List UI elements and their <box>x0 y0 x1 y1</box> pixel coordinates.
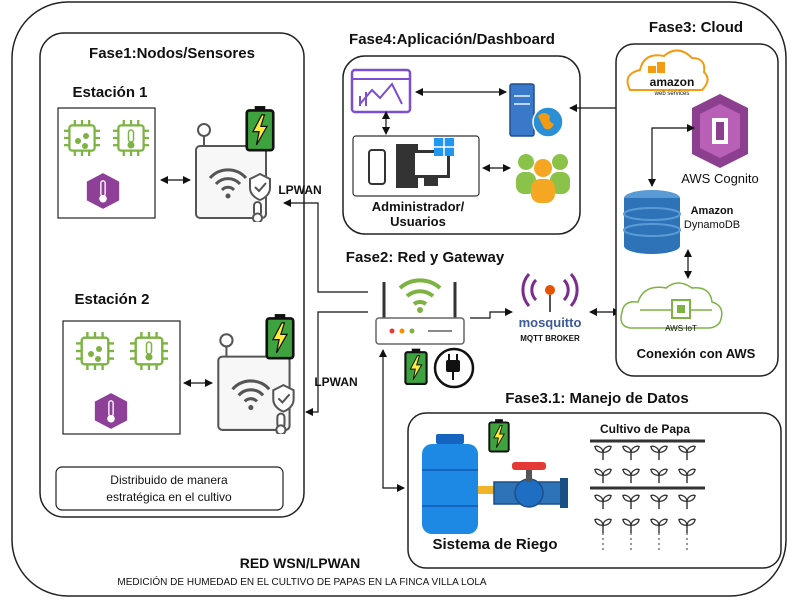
aws-logo-sub: web services <box>654 91 690 97</box>
battery-icon <box>245 104 275 152</box>
mqtt-brand: mosquitto <box>519 315 582 330</box>
station1-label: Estación 1 <box>72 84 147 101</box>
phase1-title: Fase1:Nodos/Sensores <box>89 45 255 62</box>
admin-label-1: Administrador/ <box>372 199 465 214</box>
mqtt-broadcast-icon <box>521 273 579 312</box>
aws-iot-cloud-icon <box>620 282 723 329</box>
irrigation-label: Sistema de Riego <box>432 536 557 553</box>
devices-icon <box>368 138 454 188</box>
crop-field-icon <box>590 439 705 552</box>
dynamo-name: DynamoDB <box>684 219 740 231</box>
phase3-title: Fase3: Cloud <box>649 19 743 36</box>
note-line-1: Distribuido de manera <box>110 473 228 487</box>
gateway-irrigation-link <box>379 349 405 492</box>
water-valve-icon <box>493 462 568 508</box>
lpwan-link-node1 <box>283 199 368 293</box>
lpwan-label-1: LPWAN <box>278 183 321 197</box>
phase4-title: Fase4:Aplicación/Dashboard <box>349 31 555 48</box>
aws-iot-label: AWS IoT <box>665 324 697 333</box>
water-drops-icon <box>88 346 102 362</box>
dashboard-chart-icon <box>350 68 412 114</box>
lpwan-link-node2 <box>305 311 368 416</box>
phase1-container <box>39 32 305 518</box>
server-globe-icon <box>509 83 564 138</box>
aws-connection-label: Conexión con AWS <box>637 346 756 361</box>
mqtt-broker-label: MQTT BROKER <box>520 334 580 343</box>
phase2-title: Fase2: Red y Gateway <box>346 249 505 266</box>
aws-logo-text: amazon <box>650 75 695 89</box>
cognito-icon <box>692 94 748 168</box>
footer-subtitle: MEDICIÓN DE HUMEDAD EN EL CULTIVO DE PAP… <box>117 575 487 588</box>
distribution-note-box <box>55 466 284 511</box>
water-tank-icon <box>422 434 494 534</box>
gateway-router-icon <box>375 278 465 345</box>
cognito-label: AWS Cognito <box>681 171 759 186</box>
note-line-2: estratégica en el cultivo <box>106 490 232 504</box>
aws-logo-icon <box>626 49 709 91</box>
gateway-mqtt-link <box>470 308 513 319</box>
battery-icon <box>404 348 428 386</box>
users-group-icon <box>516 154 570 203</box>
crop-label: Cultivo de Papa <box>600 422 690 436</box>
station2-label: Estación 2 <box>74 291 149 308</box>
cognito-dynamo-link <box>648 124 695 187</box>
phase31-title: Fase3.1: Manejo de Datos <box>505 390 688 407</box>
dynamodb-icon <box>623 190 681 254</box>
lpwan-label-2: LPWAN <box>314 375 357 389</box>
battery-icon <box>265 312 295 360</box>
outer-frame <box>11 1 787 597</box>
footer-title: RED WSN/LPWAN <box>240 555 361 571</box>
power-plug-icon <box>433 347 475 389</box>
water-drops-icon <box>75 133 89 149</box>
admin-label-2: Usuarios <box>390 214 446 229</box>
dynamo-brand: Amazon <box>691 205 734 217</box>
battery-icon <box>488 418 510 453</box>
